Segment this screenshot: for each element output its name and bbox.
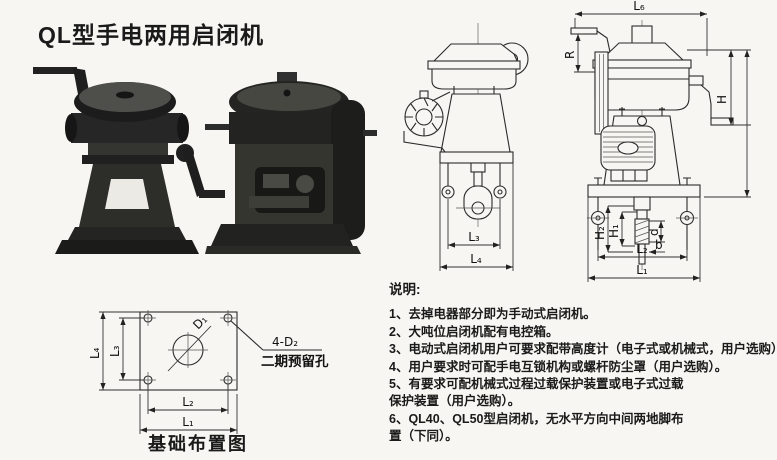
front-view-motor [600,125,656,182]
note-line: 4、用户要求时可配手电互锁机构或螺杆防尘罩（用户选购）。 [389,359,728,374]
foundation-outline [139,311,238,391]
hole-count-label: 4-D₂ [272,335,298,349]
note-line: 2、大吨位启闭机配有电控箱。 [389,324,559,339]
foundation-caption: 基础布置图 [148,434,248,454]
page-title: QL型手电两用启闭机 [38,22,264,48]
dim-label-l1: L₁ [182,415,194,429]
front-view-head [592,25,692,135]
foundation-dimensions: L₃ L₄ L₂ L₁ [88,311,238,434]
side-view-base [439,151,514,164]
note-line: 保护装置（用户选购）。 [389,394,521,409]
manual-hoist-stand [79,143,175,227]
dim-label-r: R [563,51,577,59]
front-view-screw-dimensions: d H₁ H₂ b [593,205,665,255]
front-view-right-crank [688,75,734,126]
side-view-drawing: L₃ L₄ [403,23,529,271]
foundation-center-hole: D₁ [167,312,212,372]
notes-section: 说明: 1、去掉电器部分即为手动式启闭机。 2、大吨位启闭机配有电控箱。 3、电… [389,281,777,446]
dim-label-l2: L₂ [182,395,194,409]
dim-label-l3: L₃ [108,345,122,357]
foundation-hole-callout: 4-D₂ 二期预留孔 [230,320,329,369]
foundation-plan-drawing: D₁ L₃ L₄ L₂ L₁ 4-D₂ 二期预留孔 [88,310,329,434]
side-view-dimensions: L₃ L₄ [439,163,514,271]
dim-label-l3: L₃ [468,230,480,244]
dim-label-l4: L₄ [470,252,482,266]
side-view-screw-eye [456,162,500,220]
note-line: 6、QL40、QL50型启闭机，无水平方向中间两地脚布 [389,411,684,426]
note-line: 置（下同）。 [389,429,458,444]
side-view-motor [403,90,451,153]
dim-label-b: b [655,238,663,252]
side-view-anchor-bolts [441,163,507,199]
dim-label-h: H [715,95,729,104]
dim-label-l4: L₄ [88,347,102,359]
manual-hoist-base [55,227,199,254]
hole-note-label: 二期预留孔 [261,353,329,369]
manual-hoist-drum [65,82,189,143]
notes-heading: 说明: [389,282,421,297]
note-line: 1、去掉电器部分即为手动式启闭机。 [389,307,596,322]
dim-label-d: d [647,228,661,236]
dim-label-l1: L₁ [636,263,648,277]
dim-label-h1: H₁ [607,224,621,238]
dim-label-h2: H₂ [593,226,607,240]
manual-hoist-right-crank [176,144,225,198]
front-view-anchor-bolts [587,197,698,250]
note-line: 5、有要求可配机械式过程过载保护装置或电子式过载 [389,377,684,392]
front-view-dim-h: H [687,49,751,198]
dim-label-l2: L₂ [636,242,648,256]
dim-label-d1: D₁ [190,312,210,332]
manual-hoist-photo [33,67,225,254]
note-line: 3、电动式启闭机用户可要求配带高度计（电子式或机械式，用户选购）。 [389,342,777,357]
front-view-drawing: L₆ R [563,0,751,282]
front-view-base [587,177,701,198]
electric-hoist-photo [205,72,377,254]
electric-hoist-base [205,224,361,254]
side-view-head [427,42,529,94]
front-view-dim-l2-l1: L₂ L₁ [587,197,701,282]
dim-label-l6: L₆ [633,0,645,13]
front-view-screw [633,196,651,265]
side-view-body [440,93,511,153]
electric-hoist-body [205,100,377,240]
